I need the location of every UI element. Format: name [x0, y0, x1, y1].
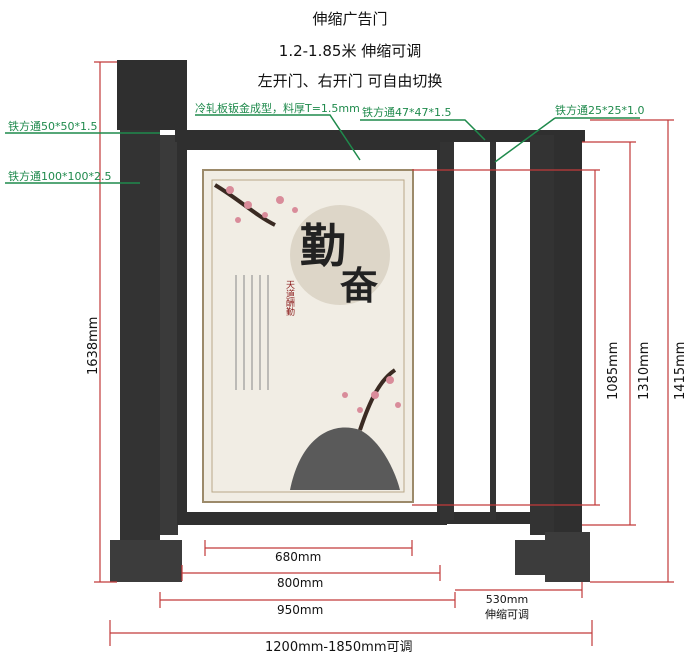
rock — [290, 427, 400, 490]
dim-width-total: 1200mm-1850mm可调 — [265, 640, 413, 655]
top-rail — [175, 130, 585, 142]
dim-height-total: 1638mm — [86, 316, 101, 375]
bottom-rail — [182, 512, 582, 524]
dim-width-530-note: 伸缩可调 — [485, 608, 529, 621]
poster-subtitle: 天道酬勤 — [284, 280, 294, 316]
dim-width-680: 680mm — [275, 550, 322, 564]
left-thin-post — [160, 135, 178, 535]
label-tube-25: 铁方通25*25*1.0 — [555, 104, 645, 117]
label-tube-100: 铁方通100*100*2.5 — [8, 170, 112, 183]
left-base — [110, 540, 182, 582]
title-line-3: 左开门、右开门 可自由切换 — [257, 72, 443, 90]
dim-height-1415: 1415mm — [673, 341, 688, 400]
right-bar-1 — [490, 142, 496, 520]
dim-height-1310: 1310mm — [637, 341, 652, 400]
label-tube-47: 铁方通47*47*1.5 — [362, 106, 452, 119]
right-post-b — [530, 135, 554, 535]
label-sheet: 冷轧板钣金成型，料厚T=1.5mm — [195, 102, 360, 115]
dim-width-530-value: 530mm — [485, 593, 529, 606]
right-post-a — [440, 142, 454, 520]
dim-width-950: 950mm — [277, 603, 324, 617]
dim-width-800: 800mm — [277, 576, 324, 590]
right-post-c — [554, 130, 582, 540]
left-post — [120, 130, 160, 580]
label-tube-50: 铁方通50*50*1.5 — [8, 120, 98, 133]
post-cap-box — [117, 60, 187, 130]
right-bottom-block — [515, 540, 555, 575]
ink-circle — [290, 205, 390, 305]
dim-width-530: 530mm 伸缩可调 — [472, 593, 542, 622]
title-line-1: 伸缩广告门 — [312, 10, 388, 28]
title-line-2: 1.2-1.85米 伸缩可调 — [278, 42, 422, 60]
poster-title-1: 勤 — [300, 219, 346, 273]
dim-height-1085: 1085mm — [606, 341, 621, 400]
poster-inner-border — [211, 179, 405, 493]
poster-title-2: 奋 — [340, 263, 379, 308]
